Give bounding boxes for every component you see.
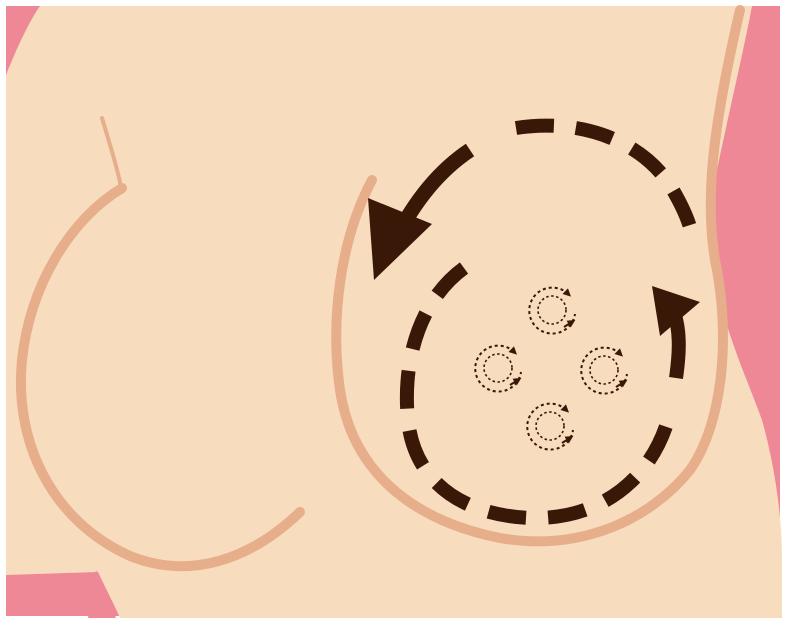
illustration-canvas: [0, 0, 786, 622]
